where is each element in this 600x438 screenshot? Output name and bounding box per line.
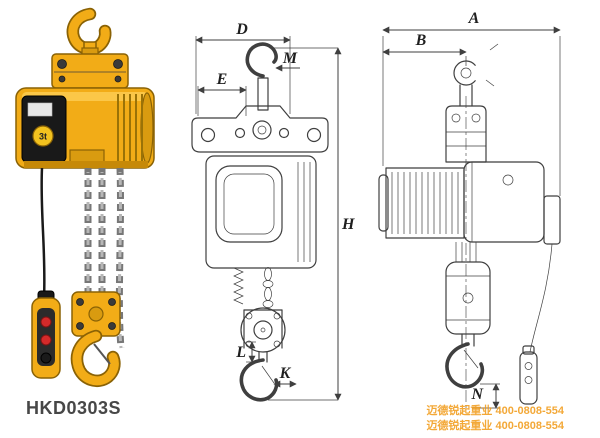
side-body xyxy=(378,161,561,245)
side-hook-block xyxy=(445,242,491,335)
leader-tick xyxy=(489,43,499,51)
safety-latch-line xyxy=(261,365,275,384)
side-top-hook xyxy=(453,43,499,107)
front-spring-and-chain xyxy=(233,267,274,308)
front-top-hook xyxy=(245,42,278,111)
side-pendant-control xyxy=(519,243,553,405)
product-photo: 3t xyxy=(15,7,155,387)
pendant-cable xyxy=(40,167,46,299)
dim-label-A: A xyxy=(468,10,480,27)
watermark: 迈德锐起重业 400-0808-554 迈德锐起重业 400-0808-554 xyxy=(426,404,564,434)
dim-label-L: L xyxy=(235,344,246,361)
photo-hoist-body: 3t xyxy=(15,87,155,169)
motor-cap xyxy=(378,174,389,232)
photo-suspension-bracket xyxy=(51,47,129,89)
side-suspension-bracket xyxy=(445,105,487,163)
watermark-line-2: 迈德锐起重业 400-0808-554 xyxy=(426,420,564,432)
dimension-N: N xyxy=(470,383,500,409)
dim-label-B: B xyxy=(415,32,427,49)
side-view-drawing: A B N xyxy=(378,10,561,410)
dim-label-M: M xyxy=(282,50,298,67)
photo-pendant-control xyxy=(31,167,61,379)
photo-control-box: 3t xyxy=(21,95,67,163)
capacity-badge xyxy=(32,125,54,147)
pendant-button-up xyxy=(40,316,52,328)
pendant-button-stop xyxy=(40,352,52,364)
dim-label-H: H xyxy=(341,216,355,233)
pendant-cable-line xyxy=(529,243,553,353)
safety-latch xyxy=(93,343,111,365)
gear-housing xyxy=(463,161,545,243)
bolt xyxy=(114,75,122,83)
dimension-K: K xyxy=(273,365,297,388)
front-suspension-plate xyxy=(191,105,329,153)
dimension-D: D xyxy=(195,21,291,114)
motor-fin-lines xyxy=(391,172,459,234)
front-dimensions: D M E H L xyxy=(195,21,355,401)
electrical-box xyxy=(543,195,561,245)
pendant-button-down xyxy=(40,334,52,346)
safety-latch-line xyxy=(463,349,479,369)
chain-strand-loose xyxy=(117,171,123,349)
dim-label-K: K xyxy=(279,365,292,382)
capacity-badge-text: 3t xyxy=(39,132,47,142)
model-number-label: HKD0303S xyxy=(26,398,122,418)
front-view-drawing: D M E H L xyxy=(191,21,355,402)
motor-fins xyxy=(117,94,143,162)
dimension-B: B xyxy=(382,32,467,66)
dimension-L: L xyxy=(235,341,256,363)
dimension-A: A xyxy=(382,10,561,196)
photo-hook-block xyxy=(70,291,121,387)
leader-tick xyxy=(485,79,495,87)
front-body xyxy=(205,155,317,269)
body-bottom-strip xyxy=(24,161,148,168)
dimension-M: M xyxy=(275,50,300,72)
side-dimensions: A B N xyxy=(382,10,561,409)
nameplate xyxy=(27,102,53,117)
front-hook-block xyxy=(240,307,286,353)
dimension-H: H xyxy=(268,47,355,401)
side-bottom-hook xyxy=(445,333,485,389)
watermark-line-1: 迈德锐起重业 400-0808-554 xyxy=(426,405,564,417)
dim-label-D: D xyxy=(235,21,248,38)
bolt xyxy=(58,75,66,83)
dimension-E: E xyxy=(197,71,247,116)
bolt xyxy=(57,59,67,69)
front-bottom-hook xyxy=(239,351,279,402)
bolt xyxy=(113,59,123,69)
dim-label-N: N xyxy=(470,386,484,403)
dim-label-E: E xyxy=(216,71,228,88)
